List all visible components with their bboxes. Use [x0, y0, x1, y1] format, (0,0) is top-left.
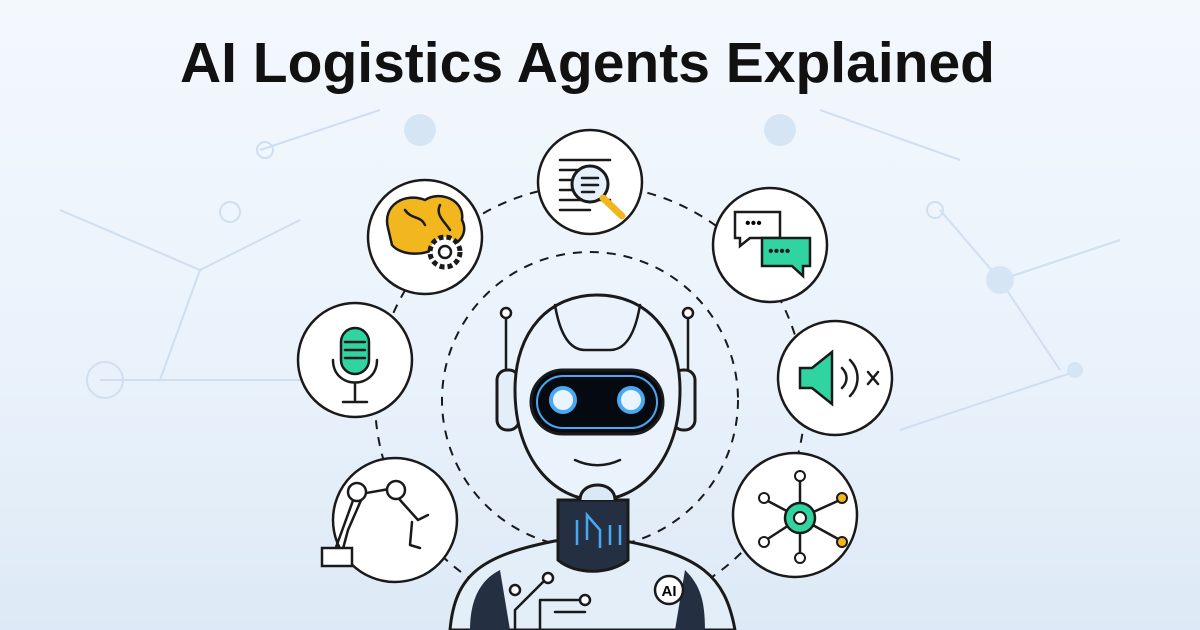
speaker-mute-icon [776, 319, 894, 437]
svg-text:•••: ••• [745, 215, 762, 232]
search-document-icon [536, 128, 644, 236]
robotic-arm-icon [320, 456, 459, 584]
ai-badge [653, 574, 685, 606]
page-title: AI Logistics Agents Explained [179, 31, 996, 95]
ai-badge-text: AI [662, 583, 677, 600]
microphone-icon [296, 301, 414, 419]
network-node-icon [731, 451, 859, 579]
brain-gear-icon [366, 178, 484, 296]
svg-text:••••: •••• [768, 243, 790, 260]
chat-bubbles-icon: ••• •••• [711, 186, 829, 304]
robot: AI [448, 293, 737, 630]
background-network [59, 109, 1121, 431]
inner-orbit [441, 251, 739, 549]
